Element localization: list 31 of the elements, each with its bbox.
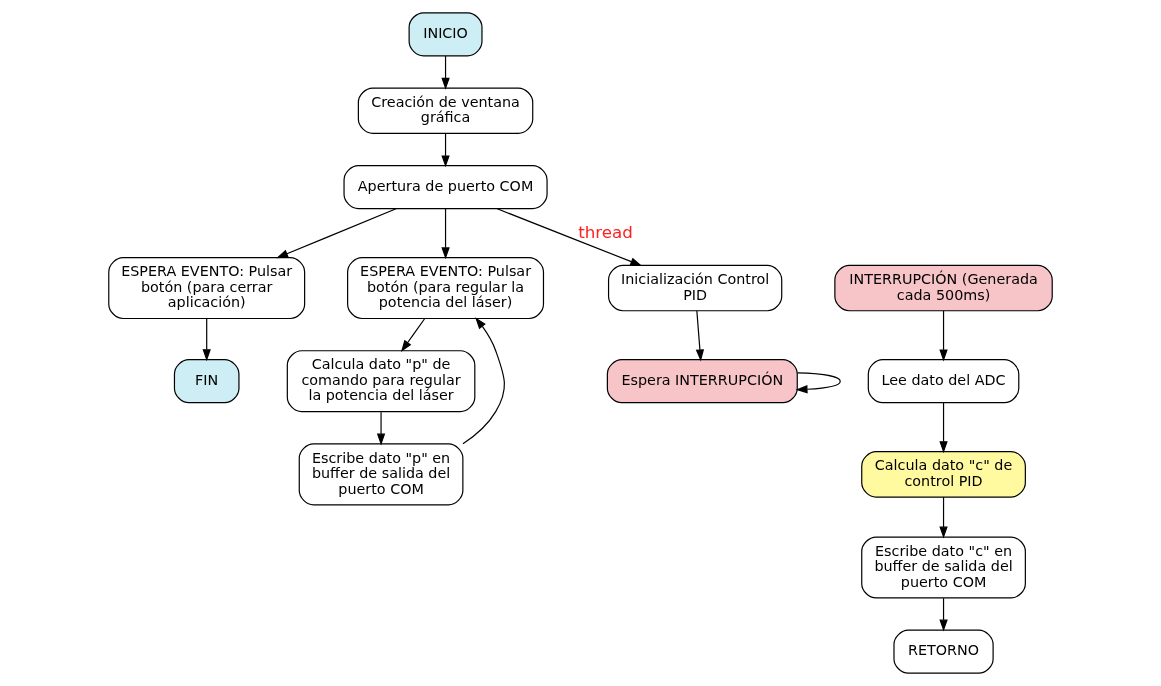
- node-box: INTERRUPCIÓN (Generada cada 500ms): [834, 264, 1053, 312]
- arrow: [462, 317, 505, 445]
- node-box: Espera INTERRUPCIÓN: [606, 359, 798, 404]
- arrow: [441, 133, 450, 168]
- node-box: INICIO: [408, 12, 483, 57]
- arrow: [441, 55, 450, 90]
- node-box: Escribe dato "c" en buffer de salida del puerto COM: [861, 536, 1026, 599]
- node-box: Calcula dato "c" de control PID: [861, 451, 1026, 498]
- arrow: [939, 496, 948, 539]
- node-box: Apertura de puerto COM: [343, 165, 548, 210]
- node-box: Escribe dato "p" en buffer de salida del puerto COM: [298, 443, 464, 506]
- arrow: [496, 208, 643, 266]
- node-box: ESPERA EVENTO: Pulsar botón (para cerrar aplicación): [108, 257, 306, 320]
- node-box: RETORNO: [893, 629, 994, 674]
- arrow: [695, 310, 705, 362]
- node-box: Inicialización Control PID: [607, 264, 783, 312]
- node-box: Lee dato del ADC: [867, 359, 1020, 404]
- arrow: [276, 208, 397, 259]
- arrow: [939, 310, 948, 362]
- arrow: [441, 208, 450, 260]
- node-box: Calcula dato "p" de comando para regular la potencia del láser: [286, 350, 476, 413]
- arrow: [202, 318, 211, 362]
- arrow: [939, 402, 948, 454]
- arrow: [939, 597, 948, 632]
- edge-label: thread: [578, 221, 633, 242]
- arrow: [400, 318, 426, 352]
- arrow: [376, 411, 386, 446]
- node-box: Creación de ventana gráfica: [357, 87, 534, 134]
- node-box: FIN: [173, 359, 240, 404]
- arrow: [795, 372, 841, 394]
- node-box: ESPERA EVENTO: Pulsar botón (para regular la potencia del láser): [347, 257, 545, 320]
